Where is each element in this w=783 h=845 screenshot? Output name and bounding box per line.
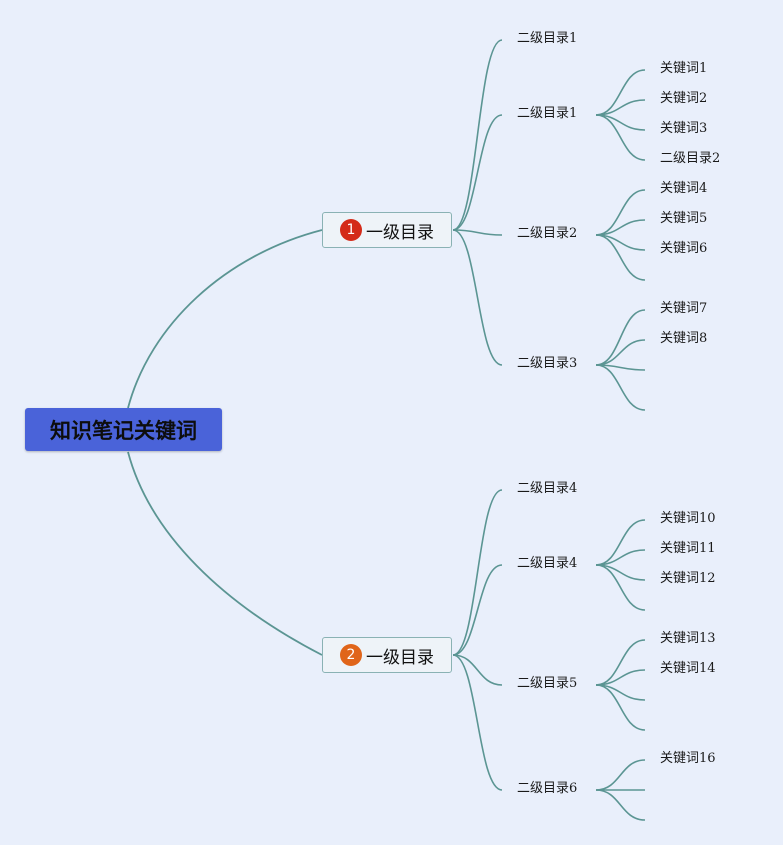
root-topic-label: 知识笔记关键词 <box>50 418 197 443</box>
keyword-topic[interactable]: 关键词3 <box>660 121 707 137</box>
subtopic[interactable]: 二级目录2 <box>517 226 577 242</box>
root-topic[interactable]: 知识笔记关键词 <box>25 408 222 451</box>
connector-line <box>452 114 503 231</box>
subtopic[interactable]: 二级目录4 <box>517 556 577 572</box>
connector-line <box>452 654 503 686</box>
subtopic[interactable]: 二级目录1 <box>517 31 577 47</box>
keyword-topic-label: 关键词13 <box>660 631 716 646</box>
keyword-topic[interactable]: 关键词1 <box>660 61 707 77</box>
connector-line <box>452 564 503 656</box>
keyword-topic-label: 关键词3 <box>660 121 708 136</box>
keyword-topic[interactable]: 关键词2 <box>660 91 707 107</box>
priority-2-icon: 2 <box>340 644 362 666</box>
keyword-topic-label: 关键词16 <box>660 751 716 766</box>
keyword-topic[interactable]: 关键词10 <box>660 511 716 527</box>
keyword-topic[interactable]: 关键词8 <box>660 331 707 347</box>
subtopic-label: 二级目录4 <box>517 481 578 496</box>
keyword-topic[interactable]: 关键词5 <box>660 211 707 227</box>
keyword-topic[interactable]: 关键词11 <box>660 541 716 557</box>
subtopic-label: 二级目录1 <box>517 106 578 121</box>
keyword-topic[interactable]: 关键词13 <box>660 631 716 647</box>
keyword-topic-label: 关键词11 <box>660 541 716 556</box>
subtopic-label: 二级目录2 <box>517 226 578 241</box>
connector-line <box>595 234 646 281</box>
connector-line <box>595 364 646 411</box>
subtopic[interactable]: 二级目录4 <box>517 481 577 497</box>
keyword-topic-label: 关键词4 <box>660 181 708 196</box>
keyword-topic[interactable]: 关键词6 <box>660 241 707 257</box>
connector-line <box>452 39 503 231</box>
connector-line <box>452 654 503 791</box>
subtopic-label: 二级目录1 <box>517 31 578 46</box>
keyword-topic-label: 关键词8 <box>660 331 708 346</box>
connector-line <box>595 189 646 236</box>
keyword-topic[interactable]: 二级目录2 <box>660 151 720 167</box>
subtopic-label: 二级目录6 <box>517 781 578 796</box>
priority-1-icon: 1 <box>340 219 362 241</box>
connector-line <box>595 759 646 791</box>
keyword-topic-label: 关键词14 <box>660 661 716 676</box>
branch-topic-1[interactable]: 1 一级目录 <box>322 212 452 248</box>
keyword-topic[interactable]: 关键词12 <box>660 571 716 587</box>
branch-topic-2[interactable]: 2 一级目录 <box>322 637 452 673</box>
subtopic[interactable]: 二级目录6 <box>517 781 577 797</box>
keyword-topic-label: 关键词2 <box>660 91 708 106</box>
subtopic-label: 二级目录3 <box>517 356 578 371</box>
keyword-topic[interactable]: 关键词7 <box>660 301 707 317</box>
connector-line <box>595 114 646 161</box>
connector-line <box>595 339 646 366</box>
keyword-topic-label: 二级目录2 <box>660 151 721 166</box>
connector-line <box>595 309 646 366</box>
connector-line <box>595 684 646 731</box>
subtopic-label: 二级目录5 <box>517 676 578 691</box>
connector-line <box>595 69 646 116</box>
connector-line <box>595 789 646 821</box>
keyword-topic[interactable]: 关键词4 <box>660 181 707 197</box>
connector-line <box>452 229 503 236</box>
subtopic[interactable]: 二级目录3 <box>517 356 577 372</box>
keyword-topic[interactable]: 关键词14 <box>660 661 716 677</box>
connector-line <box>595 564 646 611</box>
connector-line <box>595 519 646 566</box>
subtopic[interactable]: 二级目录5 <box>517 676 577 692</box>
keyword-topic-label: 关键词12 <box>660 571 716 586</box>
connector-line <box>452 489 503 656</box>
connector-line <box>127 451 323 656</box>
keyword-topic-label: 关键词7 <box>660 301 708 316</box>
keyword-topic-label: 关键词5 <box>660 211 708 226</box>
subtopic-label: 二级目录4 <box>517 556 578 571</box>
keyword-topic[interactable]: 关键词16 <box>660 751 716 767</box>
subtopic[interactable]: 二级目录1 <box>517 106 577 122</box>
keyword-topic-label: 关键词6 <box>660 241 708 256</box>
branch-topic-label: 一级目录 <box>366 222 434 243</box>
connector-line <box>452 229 503 366</box>
keyword-topic-label: 关键词10 <box>660 511 716 526</box>
connector-line <box>595 639 646 686</box>
branch-topic-label: 一级目录 <box>366 647 434 668</box>
keyword-topic-label: 关键词1 <box>660 61 708 76</box>
connector-line <box>127 229 323 409</box>
